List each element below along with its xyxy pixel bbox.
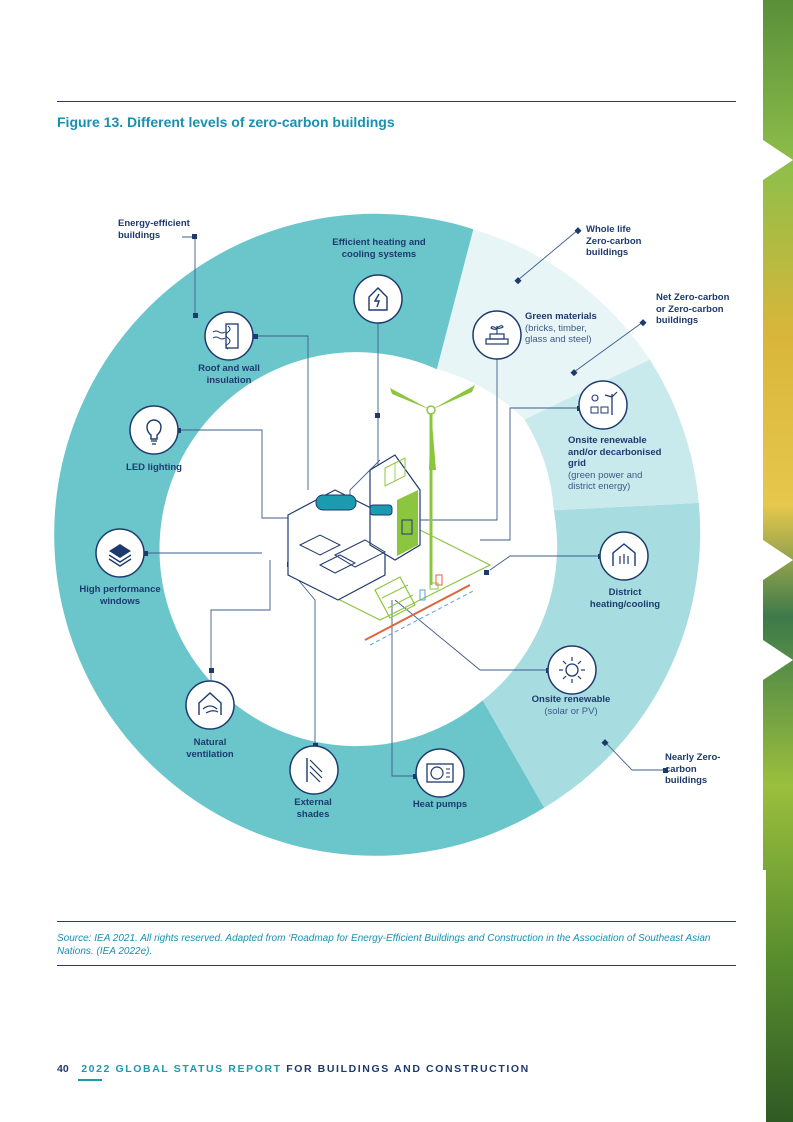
green-materials-icon: [472, 310, 522, 360]
label-green-materials: Green materials(bricks, timber, glass an…: [525, 311, 597, 345]
ring-segment-whole-life: [436, 229, 650, 420]
top-rule: [57, 101, 736, 102]
report-topic: FOR BUILDINGS AND CONSTRUCTION: [286, 1063, 530, 1075]
onsite-grid-icon: [578, 380, 628, 430]
label-onsite-solar: Onsite renewable(solar or PV): [531, 694, 611, 717]
house-illustration: [287, 385, 492, 646]
figure-title: Figure 13. Different levels of zero-carb…: [57, 114, 395, 130]
label-roof-wall: Roof and wall insulation: [198, 363, 260, 386]
footer-underline: [78, 1079, 102, 1081]
led-bulb-icon: [129, 405, 179, 455]
report-title: 2022 GLOBAL STATUS REPORT: [81, 1063, 282, 1075]
side-photo-strip: [763, 0, 793, 1122]
label-nearly-zero: Nearly Zero-carbon buildings: [665, 752, 721, 786]
label-whole-life: Whole life Zero-carbon buildings: [586, 224, 642, 258]
ventilation-icon: [185, 680, 235, 730]
label-onsite-grid: Onsite renewable and/or decarbonised gri…: [568, 435, 662, 492]
label-heating-cooling: Efficient heating and cooling systems: [332, 237, 426, 260]
source-top-rule: [57, 921, 736, 922]
label-shades: External shades: [294, 797, 332, 820]
label-windows: High performance windows: [79, 584, 161, 607]
source-note: Source: IEA 2021. All rights reserved. A…: [57, 933, 711, 957]
label-led: LED lighting: [126, 462, 182, 473]
source-bottom-rule: [57, 965, 736, 966]
page-footer: 40 2022 GLOBAL STATUS REPORT FOR BUILDIN…: [57, 1063, 530, 1075]
heat-pump-icon: [415, 748, 465, 798]
ring-segment-energy-efficient: [54, 213, 545, 856]
insulation-icon: [204, 311, 254, 361]
label-net-zero: Net Zero-carbon or Zero-carbon buildings: [656, 292, 730, 326]
connector-lines: [145, 229, 665, 777]
label-district: District heating/cooling: [589, 587, 661, 610]
label-energy-efficient: Energy-efficient buildings: [118, 218, 190, 241]
solar-icon: [547, 645, 597, 695]
zero-carbon-diagram: [54, 213, 701, 856]
heating-icon: [353, 274, 403, 324]
district-heating-icon: [599, 531, 649, 581]
label-ventilation: Natural ventilation: [186, 737, 234, 760]
label-heat-pumps: Heat pumps: [412, 799, 468, 810]
ring-segment-net-zero: [524, 359, 699, 511]
shades-icon: [289, 745, 339, 795]
page-number: 40: [57, 1063, 69, 1075]
windows-icon: [95, 528, 145, 578]
